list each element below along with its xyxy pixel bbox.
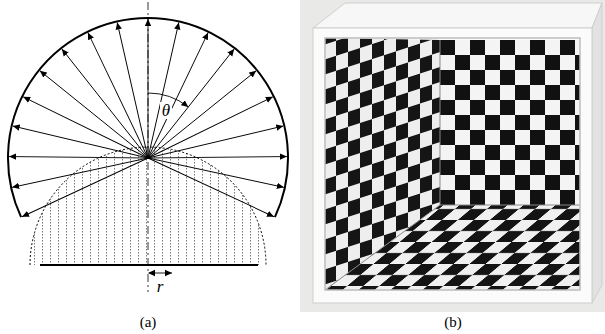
subfigure-label: (a) bbox=[140, 315, 157, 330]
checkerboard-box bbox=[300, 0, 605, 312]
subfigure-label: (b) bbox=[444, 315, 462, 330]
projection-drawing bbox=[8, 2, 288, 292]
angle-symbol: θ bbox=[160, 102, 172, 119]
radius-symbol: r bbox=[155, 278, 166, 295]
